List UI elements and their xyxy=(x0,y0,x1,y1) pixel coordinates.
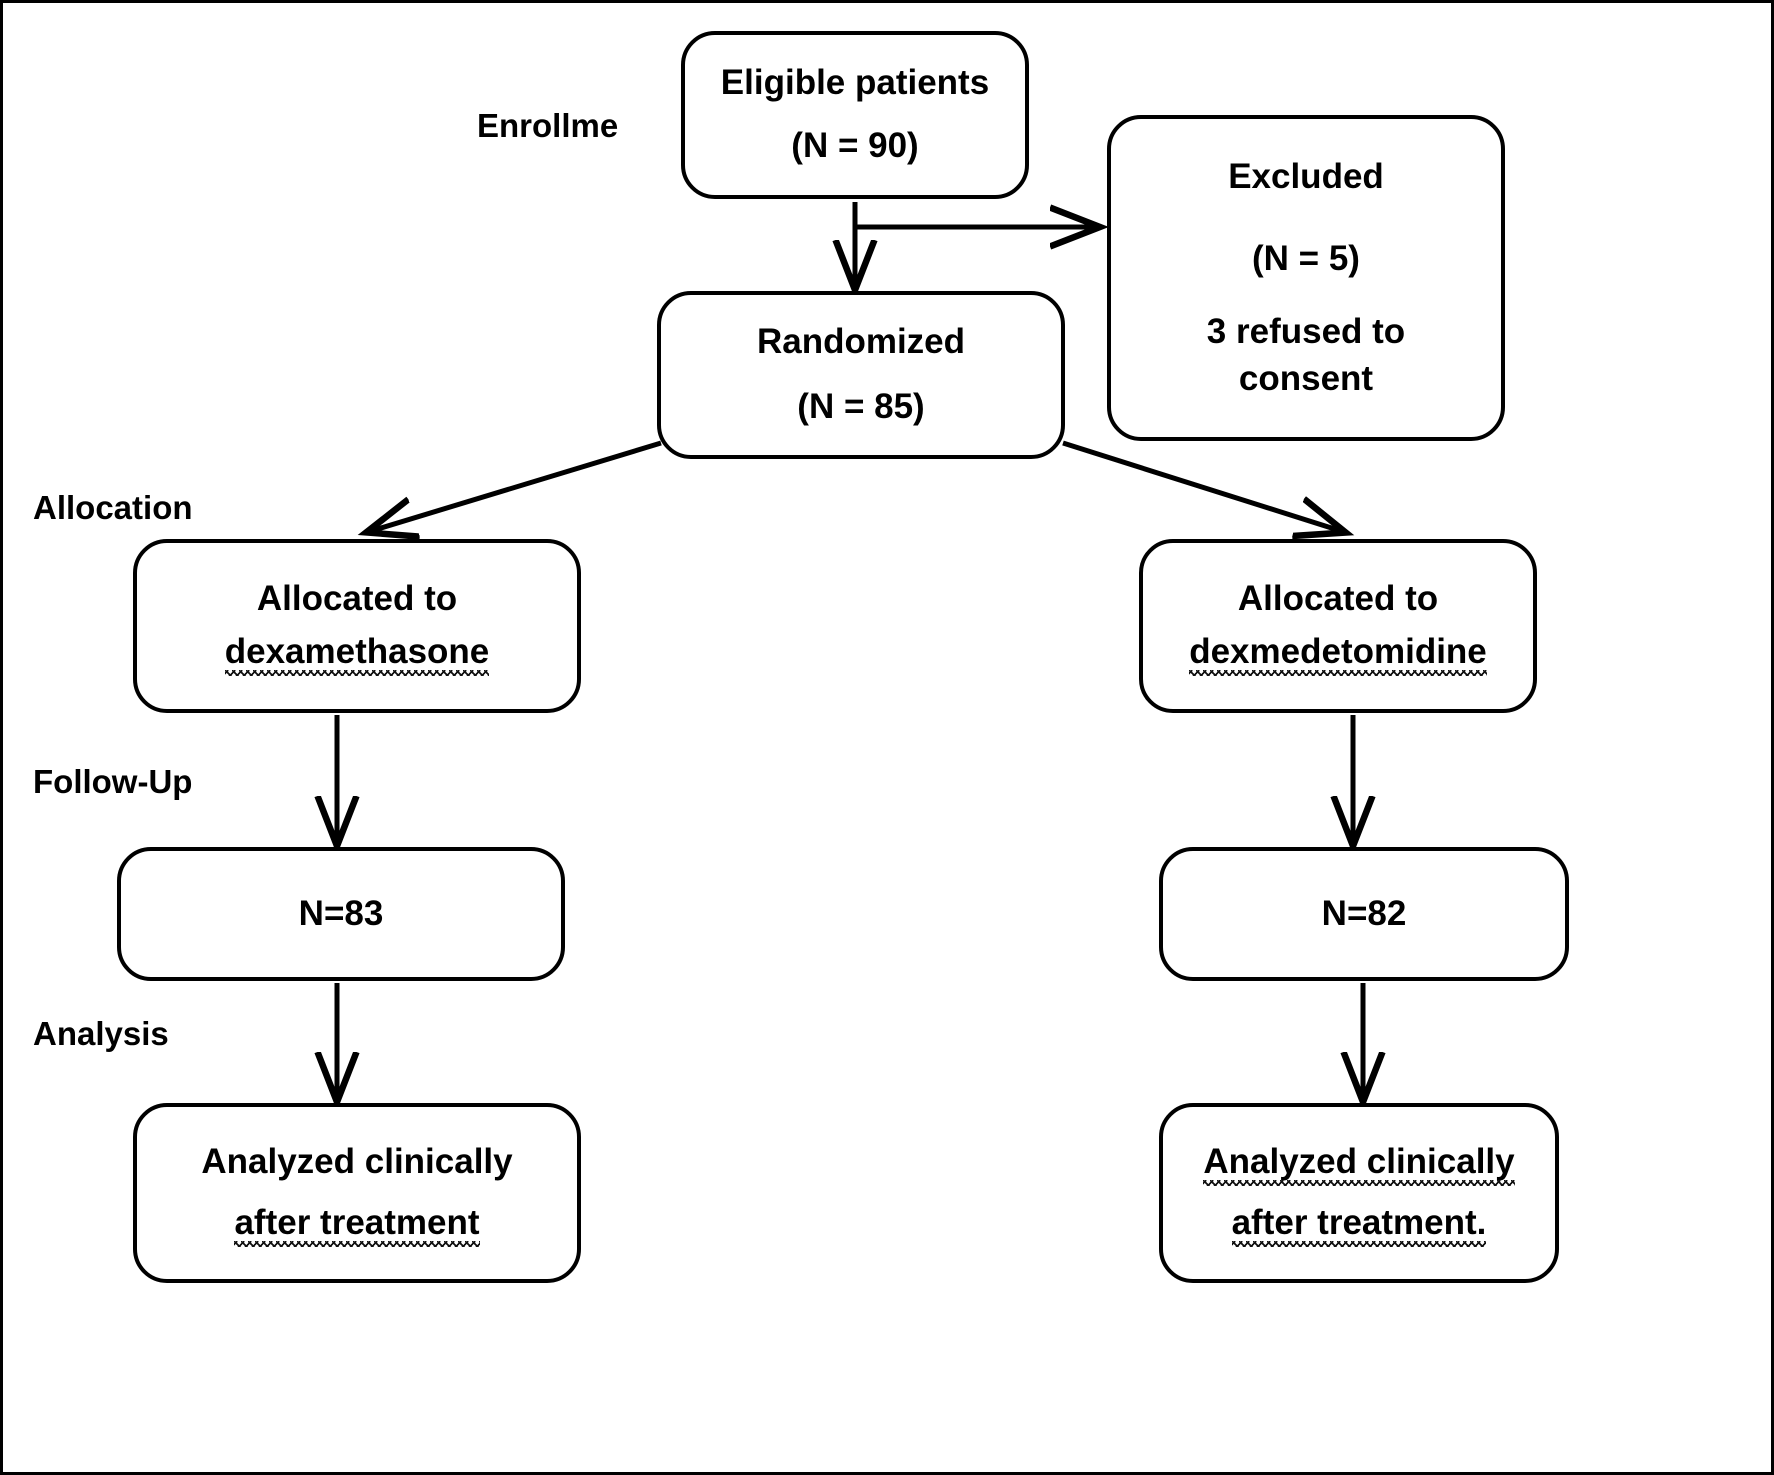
node-excluded-reason-line2: consent xyxy=(1238,358,1374,398)
node-excluded-reason-line1: 3 refused to xyxy=(1206,312,1406,351)
stage-label-analysis: Analysis xyxy=(33,1015,169,1052)
node-followup-left: N=83 xyxy=(117,847,565,981)
node-allocated-dexamethasone-line2-wrap: dexamethasone xyxy=(137,632,577,676)
node-followup-right-count: N=82 xyxy=(1321,893,1407,933)
node-analysis-left: Analyzed clinically after treatment xyxy=(133,1103,581,1283)
node-eligible-patients-title: Eligible patients xyxy=(720,63,990,103)
node-excluded-title: Excluded xyxy=(1228,156,1384,196)
node-analysis-left-line2: after treatment xyxy=(234,1203,480,1247)
node-analysis-right: Analyzed clinically after treatment. xyxy=(1159,1103,1559,1283)
node-analysis-right-line1: Analyzed clinically xyxy=(1203,1142,1515,1186)
stage-label-enrollment: Enrollme xyxy=(477,107,619,144)
node-allocated-dexmedetomidine-drug: dexmedetomidine xyxy=(1189,632,1487,676)
node-allocated-dexmedetomidine: Allocated to dexmedetomidine xyxy=(1139,539,1537,713)
node-allocated-dexmedetomidine-line1: Allocated to xyxy=(1237,579,1439,619)
stage-label-follow-up: Follow-Up xyxy=(33,763,193,800)
node-randomized-count: (N = 85) xyxy=(797,387,925,426)
node-followup-right: N=82 xyxy=(1159,847,1569,981)
node-allocated-dexamethasone-drug: dexamethasone xyxy=(224,632,490,676)
node-analysis-left-line2-wrap: after treatment xyxy=(137,1203,577,1247)
node-analysis-right-line2-wrap: after treatment. xyxy=(1163,1203,1555,1247)
node-eligible-patients-count: (N = 90) xyxy=(791,126,919,165)
stage-label-allocation: Allocation xyxy=(33,489,193,526)
arrow-randomized-to-alloc-right xyxy=(1062,440,1341,531)
node-allocated-dexmedetomidine-line2-wrap: dexmedetomidine xyxy=(1143,632,1533,676)
node-excluded-count: (N = 5) xyxy=(1252,239,1360,279)
flow-connectors xyxy=(3,202,1774,1475)
node-allocated-dexamethasone-line1: Allocated to xyxy=(256,579,458,619)
node-randomized-title: Randomized xyxy=(756,322,966,362)
node-randomized: Randomized (N = 85) xyxy=(657,291,1065,459)
node-eligible-patients: Eligible patients (N = 90) xyxy=(681,31,1029,199)
node-followup-left-count: N=83 xyxy=(298,893,384,933)
arrow-randomized-to-alloc-left xyxy=(371,440,662,531)
node-analysis-left-line1: Analyzed clinically xyxy=(201,1142,513,1182)
node-analysis-right-line2: after treatment. xyxy=(1231,1203,1487,1247)
node-analysis-right-line1-wrap: Analyzed clinically xyxy=(1163,1142,1555,1186)
node-excluded: Excluded (N = 5) 3 refused to consent xyxy=(1107,115,1505,441)
node-allocated-dexamethasone: Allocated to dexamethasone xyxy=(133,539,581,713)
